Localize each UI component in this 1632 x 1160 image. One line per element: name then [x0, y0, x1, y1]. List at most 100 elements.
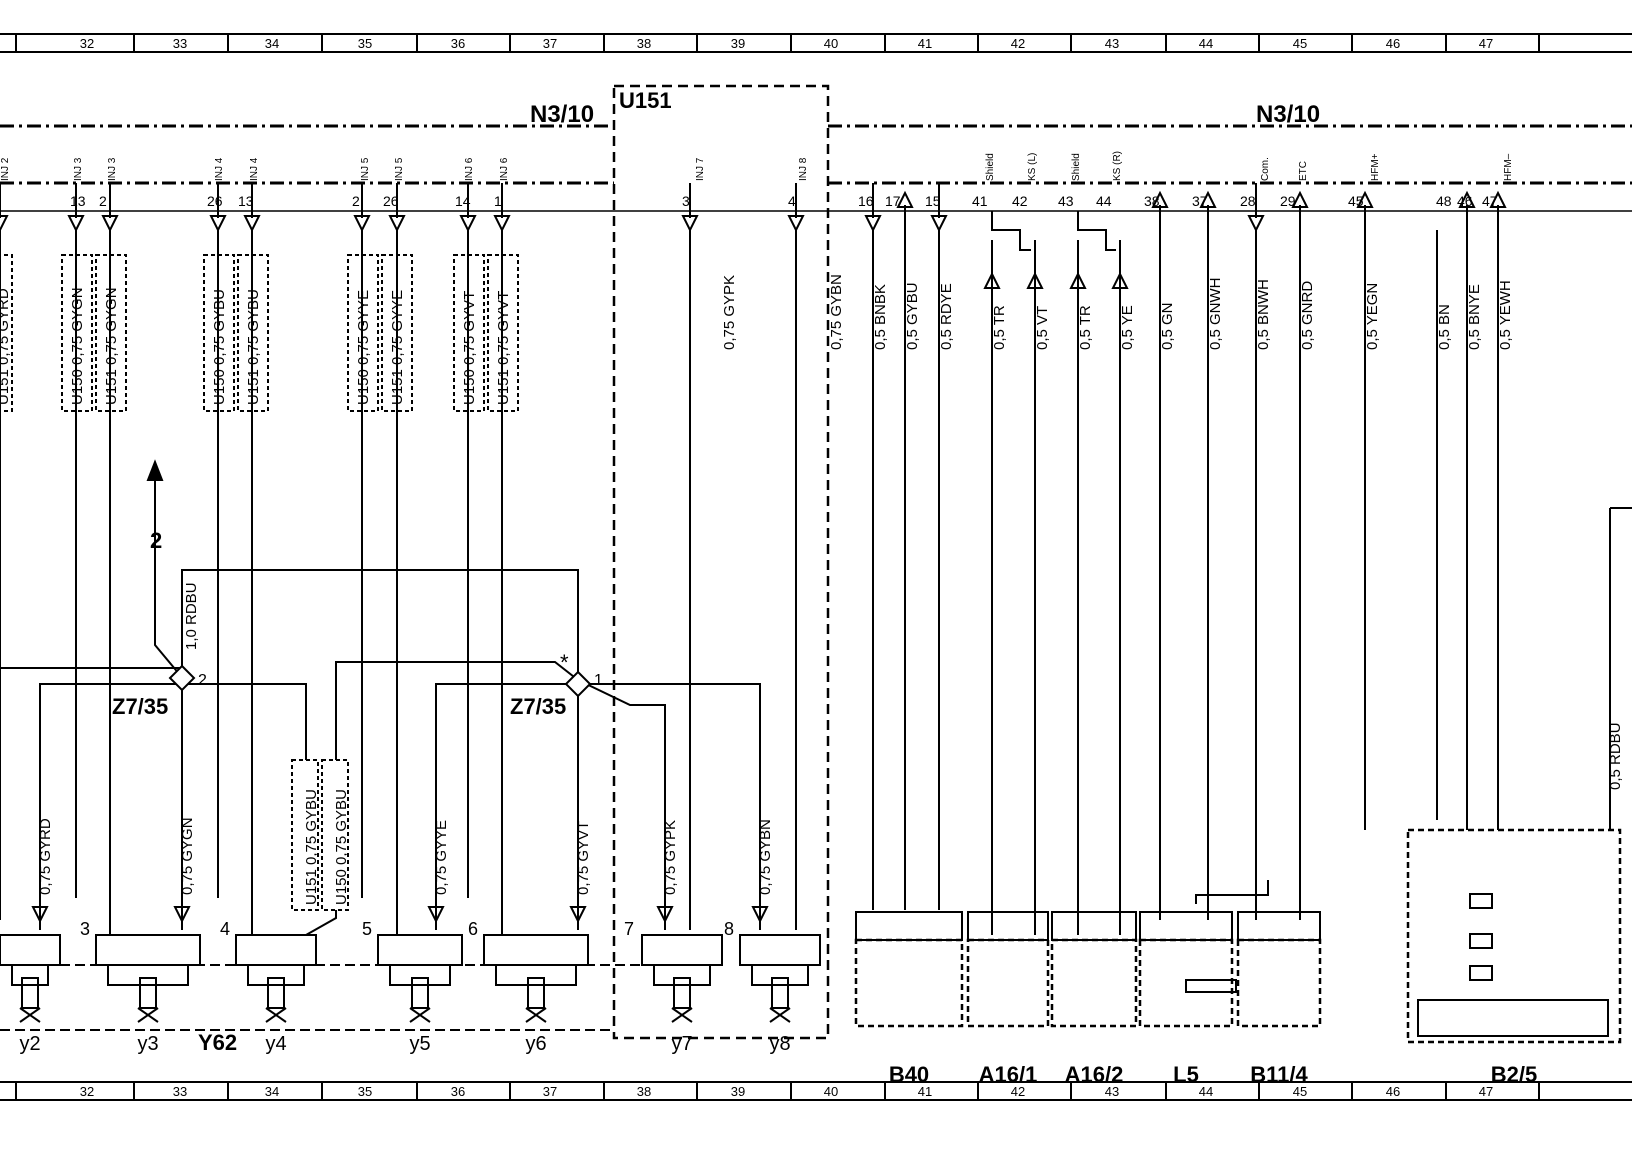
connector-pin-number: 3: [682, 193, 690, 209]
arrow-number: 2: [150, 528, 162, 553]
component-frame: [1050, 938, 1138, 1028]
pin-arrow-down: [388, 215, 406, 233]
ruler-number: 42: [1011, 1084, 1025, 1099]
pin-arrow-down: [427, 906, 445, 924]
signal-name: INJ 2: [0, 157, 11, 181]
wire-code-box: [487, 254, 519, 412]
ruler-number: 36: [451, 36, 465, 51]
z7-35-label: Z7/35: [112, 694, 168, 719]
injector-connector: [377, 934, 463, 966]
ruler-number: 47: [1479, 1084, 1493, 1099]
injector-number: 8: [724, 919, 734, 939]
wire-label: 0,5 YE: [1119, 305, 1136, 350]
connector-pin-number: 44: [1096, 193, 1112, 209]
pin-arrow-down: [656, 906, 674, 924]
component-connector: [855, 911, 963, 941]
connector-pin-number: 48: [1436, 193, 1452, 209]
ruler-number: 42: [1011, 36, 1025, 51]
injector-connector: [235, 934, 317, 966]
wire-label: 0,5 GN: [1159, 302, 1176, 350]
ruler-number: 37: [543, 36, 557, 51]
wire-label: 0,75 GYPK: [662, 820, 679, 895]
wire-path: [154, 470, 181, 676]
injector-coil: [21, 977, 39, 1009]
wire-path: [1195, 880, 1269, 904]
wire-path: [181, 569, 579, 680]
signal-name: INJ 5: [360, 157, 371, 181]
signal-name: INJ 3: [107, 157, 118, 181]
wire-path: [653, 965, 711, 986]
wire-label: U151 0,75 GYVT: [495, 291, 512, 405]
ruler-number: 43: [1105, 36, 1119, 51]
wire-label: 0,5 GYBU: [904, 282, 921, 350]
connector-pin-number: 15: [925, 193, 941, 209]
splice-node: [168, 664, 196, 692]
ruler-number: 33: [173, 1084, 187, 1099]
injector-connector: [739, 934, 821, 966]
component-label: A16/2: [1065, 1062, 1124, 1087]
component-frame: [966, 938, 1050, 1028]
signal-name: ETC: [1298, 161, 1309, 181]
ruler-number: 34: [265, 1084, 279, 1099]
pin-arrow-down: [67, 215, 85, 233]
pin-arrow-down: [787, 215, 805, 233]
injector-connector: [0, 934, 61, 966]
injector-label: y6: [525, 1033, 546, 1055]
wires-and-frames: [0, 84, 1632, 1044]
injector-number: 6: [468, 919, 478, 939]
signal-name: Shield: [985, 153, 996, 181]
ruler-number: 41: [918, 1084, 932, 1099]
connector-pin-number: 2: [99, 193, 107, 209]
component-label: B11/4: [1250, 1062, 1308, 1087]
connector-pin-number: 47: [1482, 193, 1498, 209]
ruler-number: 46: [1386, 1084, 1400, 1099]
connector-pin-number: 26: [207, 193, 223, 209]
injector-label: y5: [409, 1033, 430, 1055]
component-connector: [967, 911, 1049, 941]
pin-arrow-down: [751, 906, 769, 924]
wire-code-box: [237, 254, 269, 412]
injector-connector: [95, 934, 201, 966]
injector-number: 7: [624, 919, 634, 939]
ruler-number: 33: [173, 36, 187, 51]
injector-number: 3: [80, 919, 90, 939]
wire-label: 0,5 BNWH: [1255, 279, 1272, 350]
wire-label: 0,5 GNRD: [1299, 281, 1316, 350]
injector-label: y3: [137, 1033, 158, 1055]
ruler-number: 32: [80, 1084, 94, 1099]
pin-arrow-up: [1026, 271, 1044, 289]
wire-label: U151 0,75 GYRD: [0, 288, 12, 405]
ruler-number: 34: [265, 36, 279, 51]
injector-label: y7: [671, 1033, 692, 1055]
wire-path: [495, 965, 577, 986]
injector-number: 4: [220, 919, 230, 939]
injector-connector: [641, 934, 723, 966]
wire-label: 0,75 GYGN: [179, 817, 196, 895]
ruler-number: 37: [543, 1084, 557, 1099]
injector-connector: [483, 934, 589, 966]
connector-pin-number: 42: [1012, 193, 1028, 209]
b2-5-frame: [1406, 828, 1622, 1044]
b2-5-resistor: [1469, 893, 1493, 909]
wire-segment: [409, 1007, 431, 1023]
wire-label: 0,75 GYRD: [37, 818, 54, 895]
wire-path: [247, 965, 305, 986]
connector-pin-number: 13: [238, 193, 254, 209]
ruler-number: 38: [637, 1084, 651, 1099]
wire-label: U150 0,75 GYGN: [69, 287, 86, 405]
pin-arrow-down: [31, 906, 49, 924]
wire-label: U151 0,75 GYBU: [303, 789, 320, 905]
wire-path: [305, 910, 337, 936]
star-mark: *: [560, 650, 569, 675]
wire-path: [389, 965, 451, 986]
pin-arrow-down: [493, 215, 511, 233]
wire-code-box: [95, 254, 127, 412]
wire-label: U151 0,75 GYYE: [389, 290, 406, 405]
component-label: L5: [1173, 1062, 1199, 1087]
signal-name: HFM+: [1370, 153, 1381, 181]
u151-label: U151: [619, 88, 672, 113]
wire-segment: [137, 1007, 159, 1023]
ruler-number: 35: [358, 36, 372, 51]
connector-pin-number: 45: [1348, 193, 1364, 209]
